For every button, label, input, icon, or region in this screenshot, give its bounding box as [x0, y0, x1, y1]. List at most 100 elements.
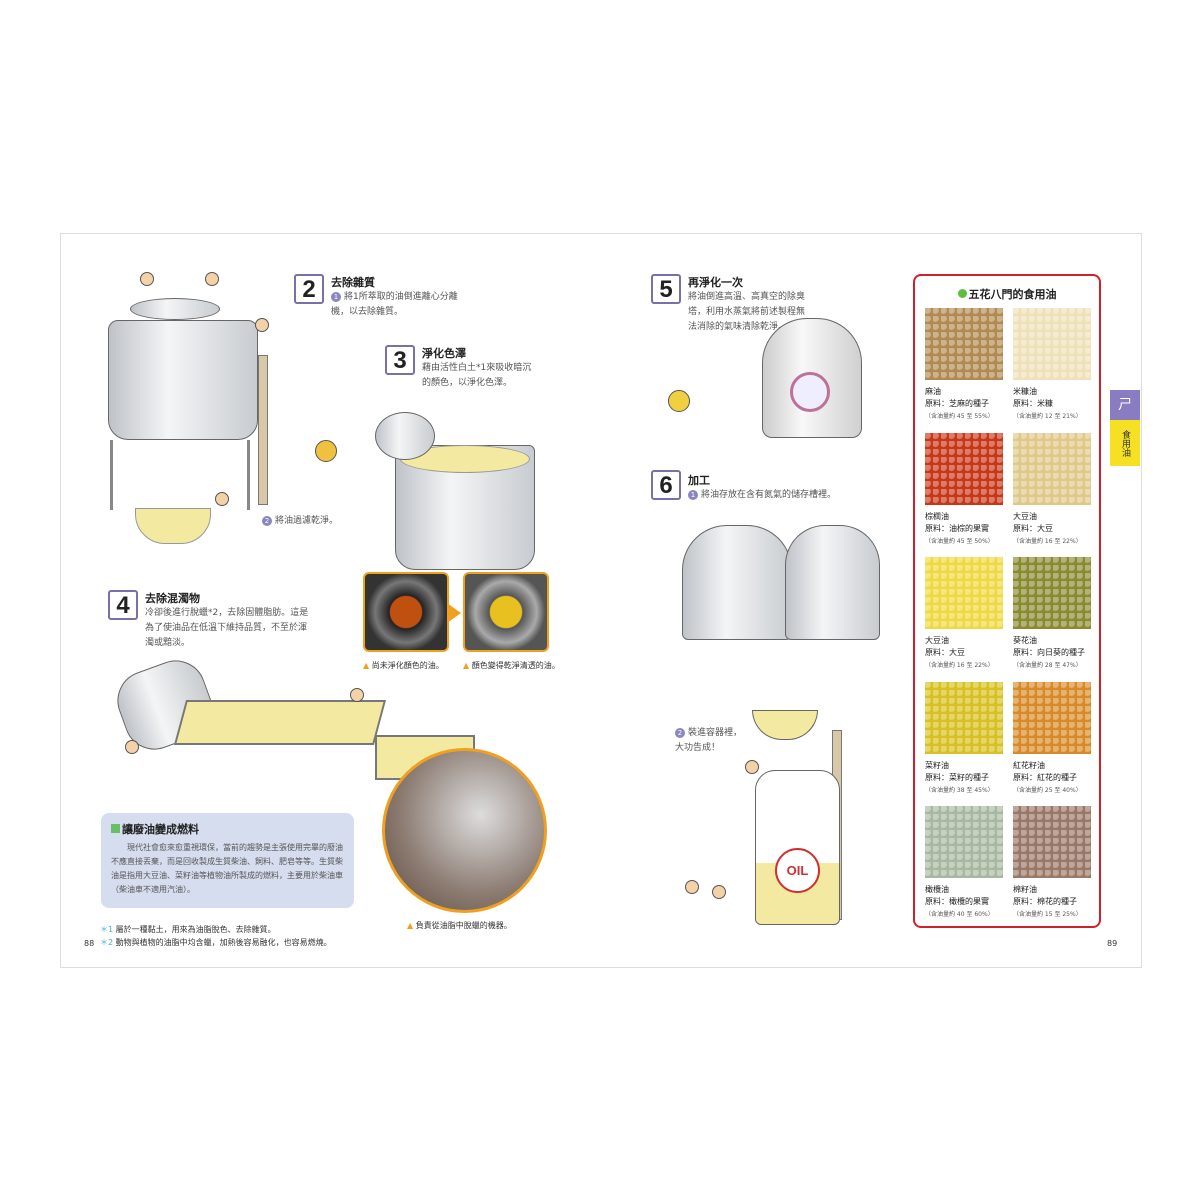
stand-legs: [110, 440, 250, 510]
oil-name: 棕櫚油: [925, 511, 949, 521]
oil-content: （含油量約 25 至 40%）: [1013, 786, 1082, 794]
oil-name: 紅花籽油: [1013, 760, 1045, 770]
step-2-title: 去除雜質: [331, 276, 375, 289]
oil-source: 原料：向日葵的種子: [1013, 648, 1085, 657]
oil-card: 麻油 原料：芝麻的種子 （含油量約 45 至 55%）: [925, 308, 1005, 420]
oil-source-photo: [1013, 308, 1091, 380]
edible-oils-panel: 五花八門的食用油 麻油 原料：芝麻的種子 （含油量約 45 至 55%） 米糠油…: [913, 274, 1101, 928]
caption-text: 負責從油脂中脫蠟的機器。: [415, 921, 512, 930]
oil-source-photo: [925, 308, 1003, 380]
step-2-text-body: 將1所萃取的油倒進離心分離機，以去除雜質。: [331, 292, 458, 317]
step-6-sub2-text: 裝進容器裡，大功告成！: [675, 728, 743, 753]
oil-name: 大豆油: [1013, 511, 1037, 521]
oil-source: 原料：大豆: [925, 648, 965, 657]
step-3-title: 淨化色澤: [422, 347, 466, 360]
oil-content: （含油量約 16 至 22%）: [1013, 537, 1082, 545]
page-number-right: 89: [1107, 939, 1118, 948]
oil-content: （含油量約 40 至 60%）: [925, 911, 994, 918]
worker-figure: [685, 880, 699, 894]
step-6-number: 6: [651, 470, 681, 500]
wooden-post: [258, 355, 268, 505]
footnote-text: 動物與植物的油脂中均含蠟，加熱後容易融化，也容易燃燒。: [115, 938, 332, 947]
oil-source-photo: [1013, 806, 1091, 878]
panel-title: 五花八門的食用油: [915, 286, 1099, 302]
oil-source-photo: [925, 681, 1003, 754]
worker-figure: [140, 272, 154, 286]
oil-name: 菜籽油: [925, 760, 949, 770]
panel-title-text: 五花八門的食用油: [968, 288, 1057, 301]
sub-number: 2: [262, 516, 272, 526]
caption-bleached: ▲ 顏色變得乾淨清透的油。: [463, 661, 560, 670]
oil-card: 紅花籽油 原料：紅花的種子 （含油量約 25 至 40%）: [1013, 681, 1093, 794]
oil-content: （含油量約 12 至 21%）: [1013, 413, 1082, 420]
oil-source: 原料：菜籽的種子: [925, 772, 989, 782]
oil-content: （含油量約 15 至 25%）: [1013, 911, 1082, 918]
step-5-number: 5: [651, 274, 681, 304]
photo-dewaxing-machine: [382, 748, 547, 913]
step-3-text: 藉由活性白土*1來吸收暗沉的顏色，以淨化色澤。: [422, 363, 532, 388]
oil-source: 原料：油棕的果實: [925, 523, 989, 533]
storage-tank: [682, 525, 792, 640]
oil-name: 橄欖油: [925, 885, 949, 894]
step-2-sub-text: 將油過濾乾淨。: [275, 516, 339, 526]
oil-source: 原料：米糠: [1013, 399, 1053, 408]
oil-content: （含油量約 28 至 47%）: [1013, 662, 1082, 669]
worker-figure: [255, 318, 269, 332]
oil-source-photo: [925, 557, 1003, 629]
index-tab-letter[interactable]: ㄕ: [1110, 390, 1140, 420]
step-4-text: 冷卻後進行脫蠟*2，去除固體脂肪。這是為了使油品在低溫下維持品質，不至於渾濁或黯…: [145, 608, 309, 648]
oil-source: 原料：大豆: [1013, 523, 1053, 533]
centrifuge-lid: [130, 298, 220, 320]
worker-figure: [350, 688, 364, 702]
oil-source-photo: [1013, 681, 1091, 754]
index-tab-label[interactable]: 食用油: [1110, 420, 1140, 466]
green-dot-icon: [957, 289, 967, 298]
photo-bleached-oil: [463, 572, 549, 652]
step-3-number: 3: [385, 345, 415, 375]
oil-source-photo: [1013, 432, 1091, 505]
step-6-sub1-text: 將油存放在含有氮氣的儲存槽裡。: [701, 490, 837, 500]
pouring-bowl: [375, 412, 435, 460]
worker-figure: [125, 740, 139, 754]
caption-text: 尚未淨化顏色的油。: [371, 661, 444, 670]
worker-figure: [745, 760, 759, 774]
caption-dewaxing-machine: ▲ 負責從油脂中脫蠟的機器。: [407, 921, 512, 930]
oil-source: 原料：紅花的種子: [1013, 772, 1077, 782]
centrifuge-illustration: [108, 320, 258, 440]
page-number-left: 88: [84, 939, 95, 948]
green-square-icon: [111, 824, 120, 833]
oil-card: 菜籽油 原料：菜籽的種子 （含油量約 38 至 45%）: [925, 681, 1005, 794]
sub-number: 1: [688, 490, 698, 500]
oil-name: 米糠油: [1013, 387, 1037, 396]
oil-source-photo: [925, 432, 1003, 505]
step-4-number: 4: [108, 590, 138, 620]
child-camera-figure: [315, 440, 337, 462]
child-figure: [668, 390, 690, 412]
footnote-mark: ＊2: [100, 938, 114, 947]
oil-name: 麻油: [925, 387, 941, 396]
oil-card: 棉籽油 原料：棉花的種子 （含油量約 15 至 25%）: [1013, 806, 1093, 918]
oil-content: （含油量約 38 至 45%）: [925, 786, 994, 794]
oil-source: 原料：棉花的種子: [1013, 897, 1077, 906]
info-box-text: 現代社會愈來愈重視環保，當前的趨勢是主張使用完畢的廢油不應直接丟棄，而是回收製成…: [111, 843, 343, 894]
step-4-title: 去除混濁物: [145, 592, 200, 605]
storage-tank: [785, 525, 880, 640]
oil-source: 原料：橄欖的果實: [925, 897, 989, 906]
oil-card: 橄欖油 原料：橄欖的果實 （含油量約 40 至 60%）: [925, 806, 1005, 918]
worker-figure: [215, 492, 229, 506]
step-5-text: 將油倒進高溫、高真空的除臭塔，利用水蒸氣將前述製程無法消除的氣味清除乾淨。: [688, 292, 806, 332]
bottle-label: OIL: [775, 848, 820, 893]
filter-bowl: [135, 508, 211, 544]
oil-source: 原料：芝麻的種子: [925, 399, 989, 408]
oil-content: （含油量約 45 至 50%）: [925, 537, 994, 545]
oil-card: 大豆油 原料：大豆 （含油量約 16 至 22%）: [1013, 432, 1093, 545]
info-box-title-text: 讓廢油變成燃料: [122, 823, 199, 836]
sub-number: 2: [675, 728, 685, 738]
worker-figure: [712, 885, 726, 899]
oil-card: 葵花油 原料：向日葵的種子 （含油量約 28 至 47%）: [1013, 557, 1093, 669]
caption-unbleached: ▲ 尚未淨化顏色的油。: [363, 661, 444, 670]
